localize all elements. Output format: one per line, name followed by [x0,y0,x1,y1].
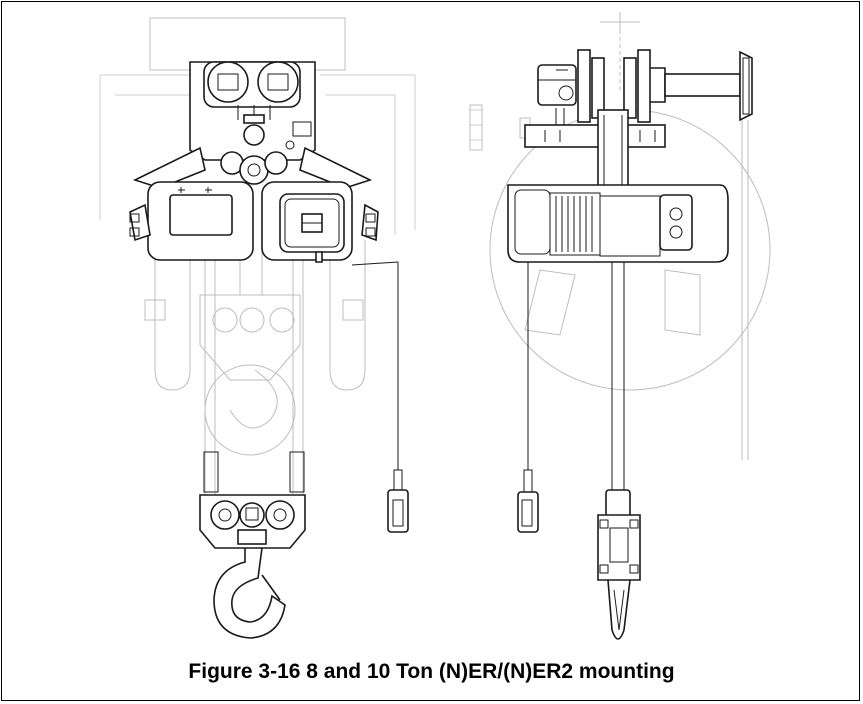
bracket-left-ghost [524,269,576,336]
outline-ghost [99,74,416,230]
lower-block-ghost [199,294,301,381]
wing-right [299,146,373,189]
side-motor-small [537,64,577,106]
side-load-chain [611,262,625,490]
chain-link-left [203,451,219,493]
motor-left-panel [169,194,233,236]
chain-ghost [204,250,304,500]
pendant-right [517,491,539,533]
chain-link-right [289,451,305,493]
side-wheel-right-plate [637,49,651,123]
side-control-box [659,194,693,251]
side-view [469,12,771,640]
beam-ghost [149,17,346,71]
side-hoist-body [507,184,729,263]
side-load-block [597,514,641,581]
figure-caption: Figure 3-16 8 and 10 Ton (N)ER/(N)ER2 mo… [188,660,675,683]
side-shaft [664,73,741,97]
side-hanger [597,109,629,191]
side-wheel-left-plate [577,49,591,123]
trolley-wheel-right [257,61,299,103]
side-hook [607,579,631,640]
side-trolley-beam [524,124,666,148]
trolley-wheel-left [207,61,249,103]
left-u-bolt-ghost [154,240,191,391]
hook-ghost [229,369,278,429]
front-view [99,17,416,639]
handwheel [739,50,753,122]
right-u-bolt-ghost [329,240,366,391]
hand-chain-ghost [741,120,749,460]
hook [213,547,286,639]
bracket-right-ghost [664,269,701,336]
